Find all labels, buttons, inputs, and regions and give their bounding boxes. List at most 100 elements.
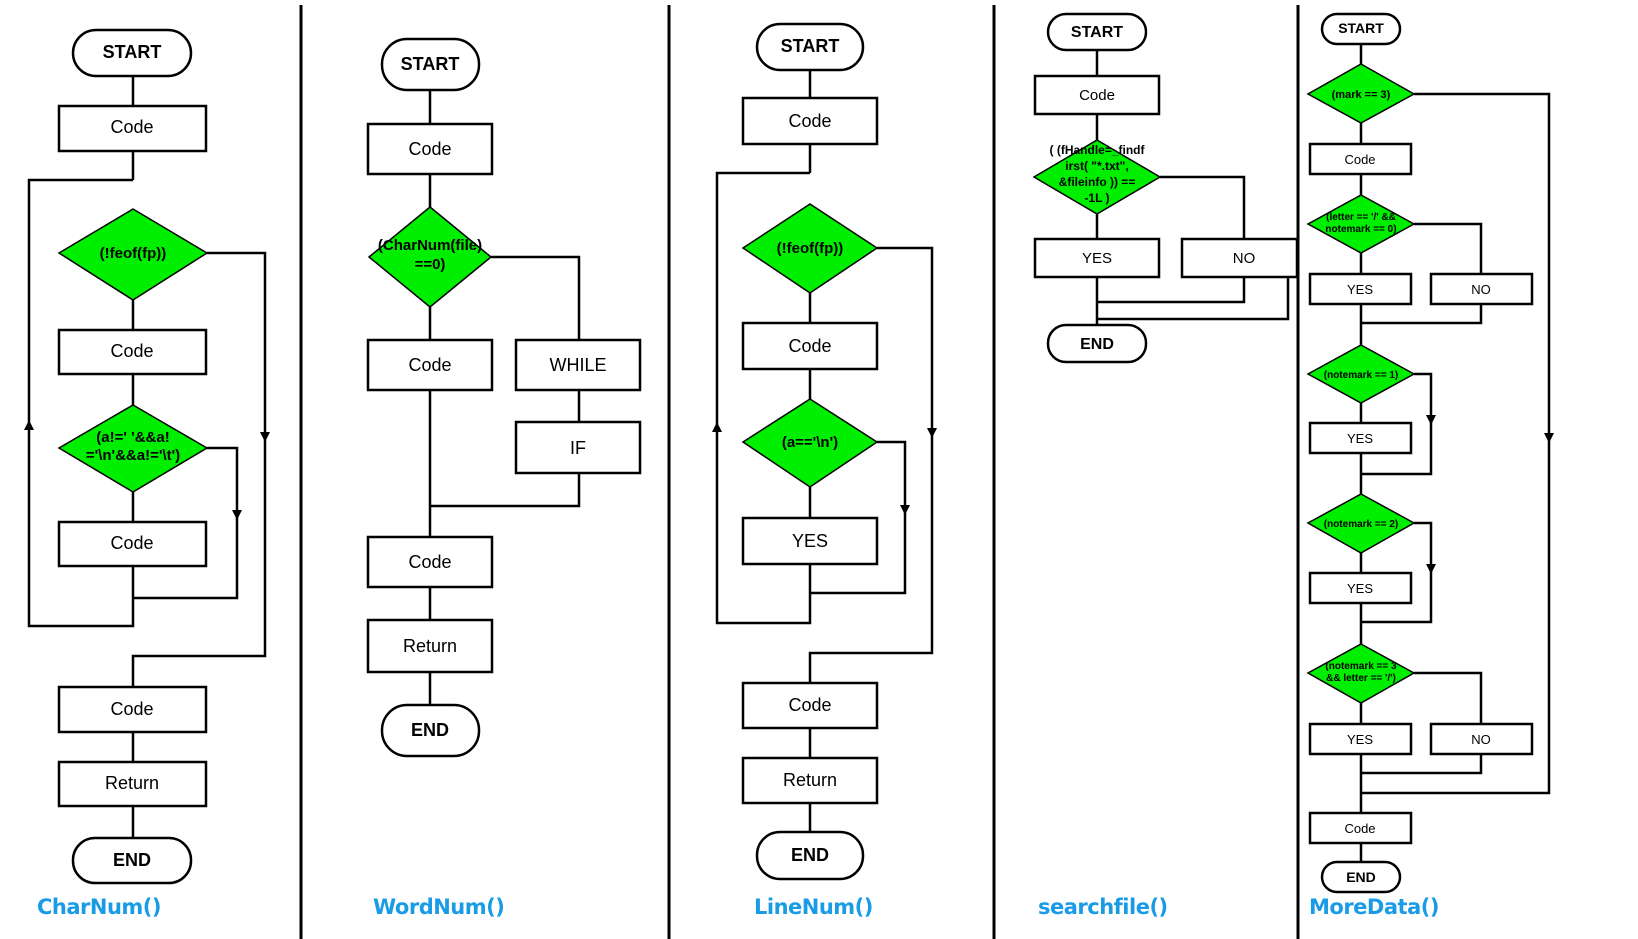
condition-label: -1L ) xyxy=(1084,191,1109,205)
yes-box xyxy=(741,516,879,566)
flowchart-charnum: START Code (!feof(fp)) Code (a!=' '&&a! … xyxy=(24,28,270,885)
no-box xyxy=(1180,237,1299,279)
panel-title-moredata: MoreData() xyxy=(1309,895,1439,919)
panel-title-charnum: CharNum() xyxy=(37,895,162,919)
condition-label: (notemark == 2) xyxy=(1324,519,1398,530)
condition-label: (notemark == 3 xyxy=(1325,661,1397,672)
code-label: Code xyxy=(1344,152,1375,167)
return-box xyxy=(57,760,208,808)
code-label: Code xyxy=(408,355,451,375)
condition-label: ( (fHandle=_findf xyxy=(1050,143,1146,157)
start-terminal xyxy=(71,28,193,78)
condition-label: irst( "*.txt", xyxy=(1065,159,1128,173)
condition-label: (CharNum(file) xyxy=(378,237,482,254)
yes-box xyxy=(1033,237,1161,279)
condition-label: ='\n'&&a!='\t') xyxy=(86,447,180,464)
panel-title-searchfile: searchfile() xyxy=(1038,895,1168,919)
condition-label: ==0) xyxy=(415,256,446,273)
start-label: START xyxy=(781,36,840,56)
condition-label: &fileinfo )) == xyxy=(1059,175,1136,189)
no-label: NO xyxy=(1233,250,1256,267)
panel-title-wordnum: WordNum() xyxy=(373,895,505,919)
condition-label: notemark == 0) xyxy=(1325,224,1396,235)
panel-title-linenum: LineNum() xyxy=(754,895,873,919)
code-label: Code xyxy=(788,111,831,131)
decision-diamond xyxy=(741,203,879,294)
return-label: Return xyxy=(105,773,159,793)
no-label: NO xyxy=(1471,732,1491,747)
end-label: END xyxy=(1346,869,1376,885)
code-label: Code xyxy=(788,336,831,356)
end-terminal xyxy=(1046,323,1148,364)
arrow-down xyxy=(927,428,937,438)
end-label: END xyxy=(113,850,151,870)
arrow-down xyxy=(1544,433,1554,443)
condition-label: (letter == '/' && xyxy=(1326,212,1396,223)
flowchart-wordnum: START Code (CharNum(file) ==0) Code WHIL… xyxy=(366,37,642,758)
start-terminal xyxy=(380,37,481,92)
return-label: Return xyxy=(783,770,837,790)
decision-diamond xyxy=(57,208,209,301)
while-box xyxy=(514,338,642,392)
no-box xyxy=(1429,722,1534,756)
start-terminal xyxy=(755,22,865,72)
return-box xyxy=(366,618,494,674)
condition-label: (notemark == 1) xyxy=(1324,370,1398,381)
code-label: Code xyxy=(110,533,153,553)
yes-box xyxy=(1308,272,1413,306)
end-terminal xyxy=(71,836,193,885)
code-label: Code xyxy=(1079,87,1115,104)
condition-label: (a=='\n') xyxy=(782,434,838,451)
flowchart-moredata: START (mark == 3) Code (letter == '/' &&… xyxy=(1306,12,1554,894)
arrow-down xyxy=(1426,415,1436,425)
arrow-down xyxy=(1426,564,1436,574)
arrow-down xyxy=(900,505,910,515)
return-label: Return xyxy=(403,636,457,656)
decision-diamond xyxy=(1032,139,1162,215)
start-label: START xyxy=(103,42,162,62)
end-label: END xyxy=(791,845,829,865)
decision-diamond xyxy=(1306,344,1416,404)
code-label: Code xyxy=(408,139,451,159)
code-box xyxy=(741,681,879,730)
flowchart-linenum: START Code (!feof(fp)) Code (a=='\n') YE… xyxy=(712,22,937,881)
flowchart-searchfile: START Code ( (fHandle=_findf irst( "*.tx… xyxy=(1032,12,1299,364)
arrow-down xyxy=(232,510,242,520)
code-box xyxy=(366,122,494,176)
yes-box xyxy=(1308,722,1413,756)
condition-label: (a!=' '&&a! xyxy=(96,429,169,446)
code-box xyxy=(1308,811,1413,845)
decision-diamond xyxy=(1306,194,1416,254)
decision-diamond xyxy=(1306,643,1416,704)
code-label: Code xyxy=(788,695,831,715)
code-label: Code xyxy=(1344,821,1375,836)
condition-label: (mark == 3) xyxy=(1332,89,1391,101)
return-box xyxy=(741,756,879,805)
code-box xyxy=(57,520,208,568)
decision-diamond xyxy=(367,206,493,308)
condition-label: (!feof(fp)) xyxy=(100,245,167,262)
no-label: NO xyxy=(1471,282,1491,297)
code-box xyxy=(741,321,879,371)
yes-label: YES xyxy=(1347,581,1373,596)
yes-label: YES xyxy=(1082,250,1112,267)
code-box xyxy=(366,338,494,392)
arrow-down xyxy=(260,432,270,442)
yes-box xyxy=(1308,571,1413,605)
code-box xyxy=(1308,142,1413,176)
end-label: END xyxy=(411,720,449,740)
code-label: Code xyxy=(408,552,451,572)
end-terminal xyxy=(380,703,481,758)
code-label: Code xyxy=(110,117,153,137)
code-box xyxy=(57,328,208,376)
yes-box xyxy=(1308,421,1413,455)
arrow-up xyxy=(712,422,722,432)
end-terminal xyxy=(1320,860,1402,894)
while-label: WHILE xyxy=(549,355,606,375)
no-box xyxy=(1429,272,1534,306)
code-box xyxy=(741,96,879,146)
code-box xyxy=(366,535,494,589)
decision-diamond xyxy=(1306,493,1416,554)
yes-label: YES xyxy=(1347,282,1373,297)
